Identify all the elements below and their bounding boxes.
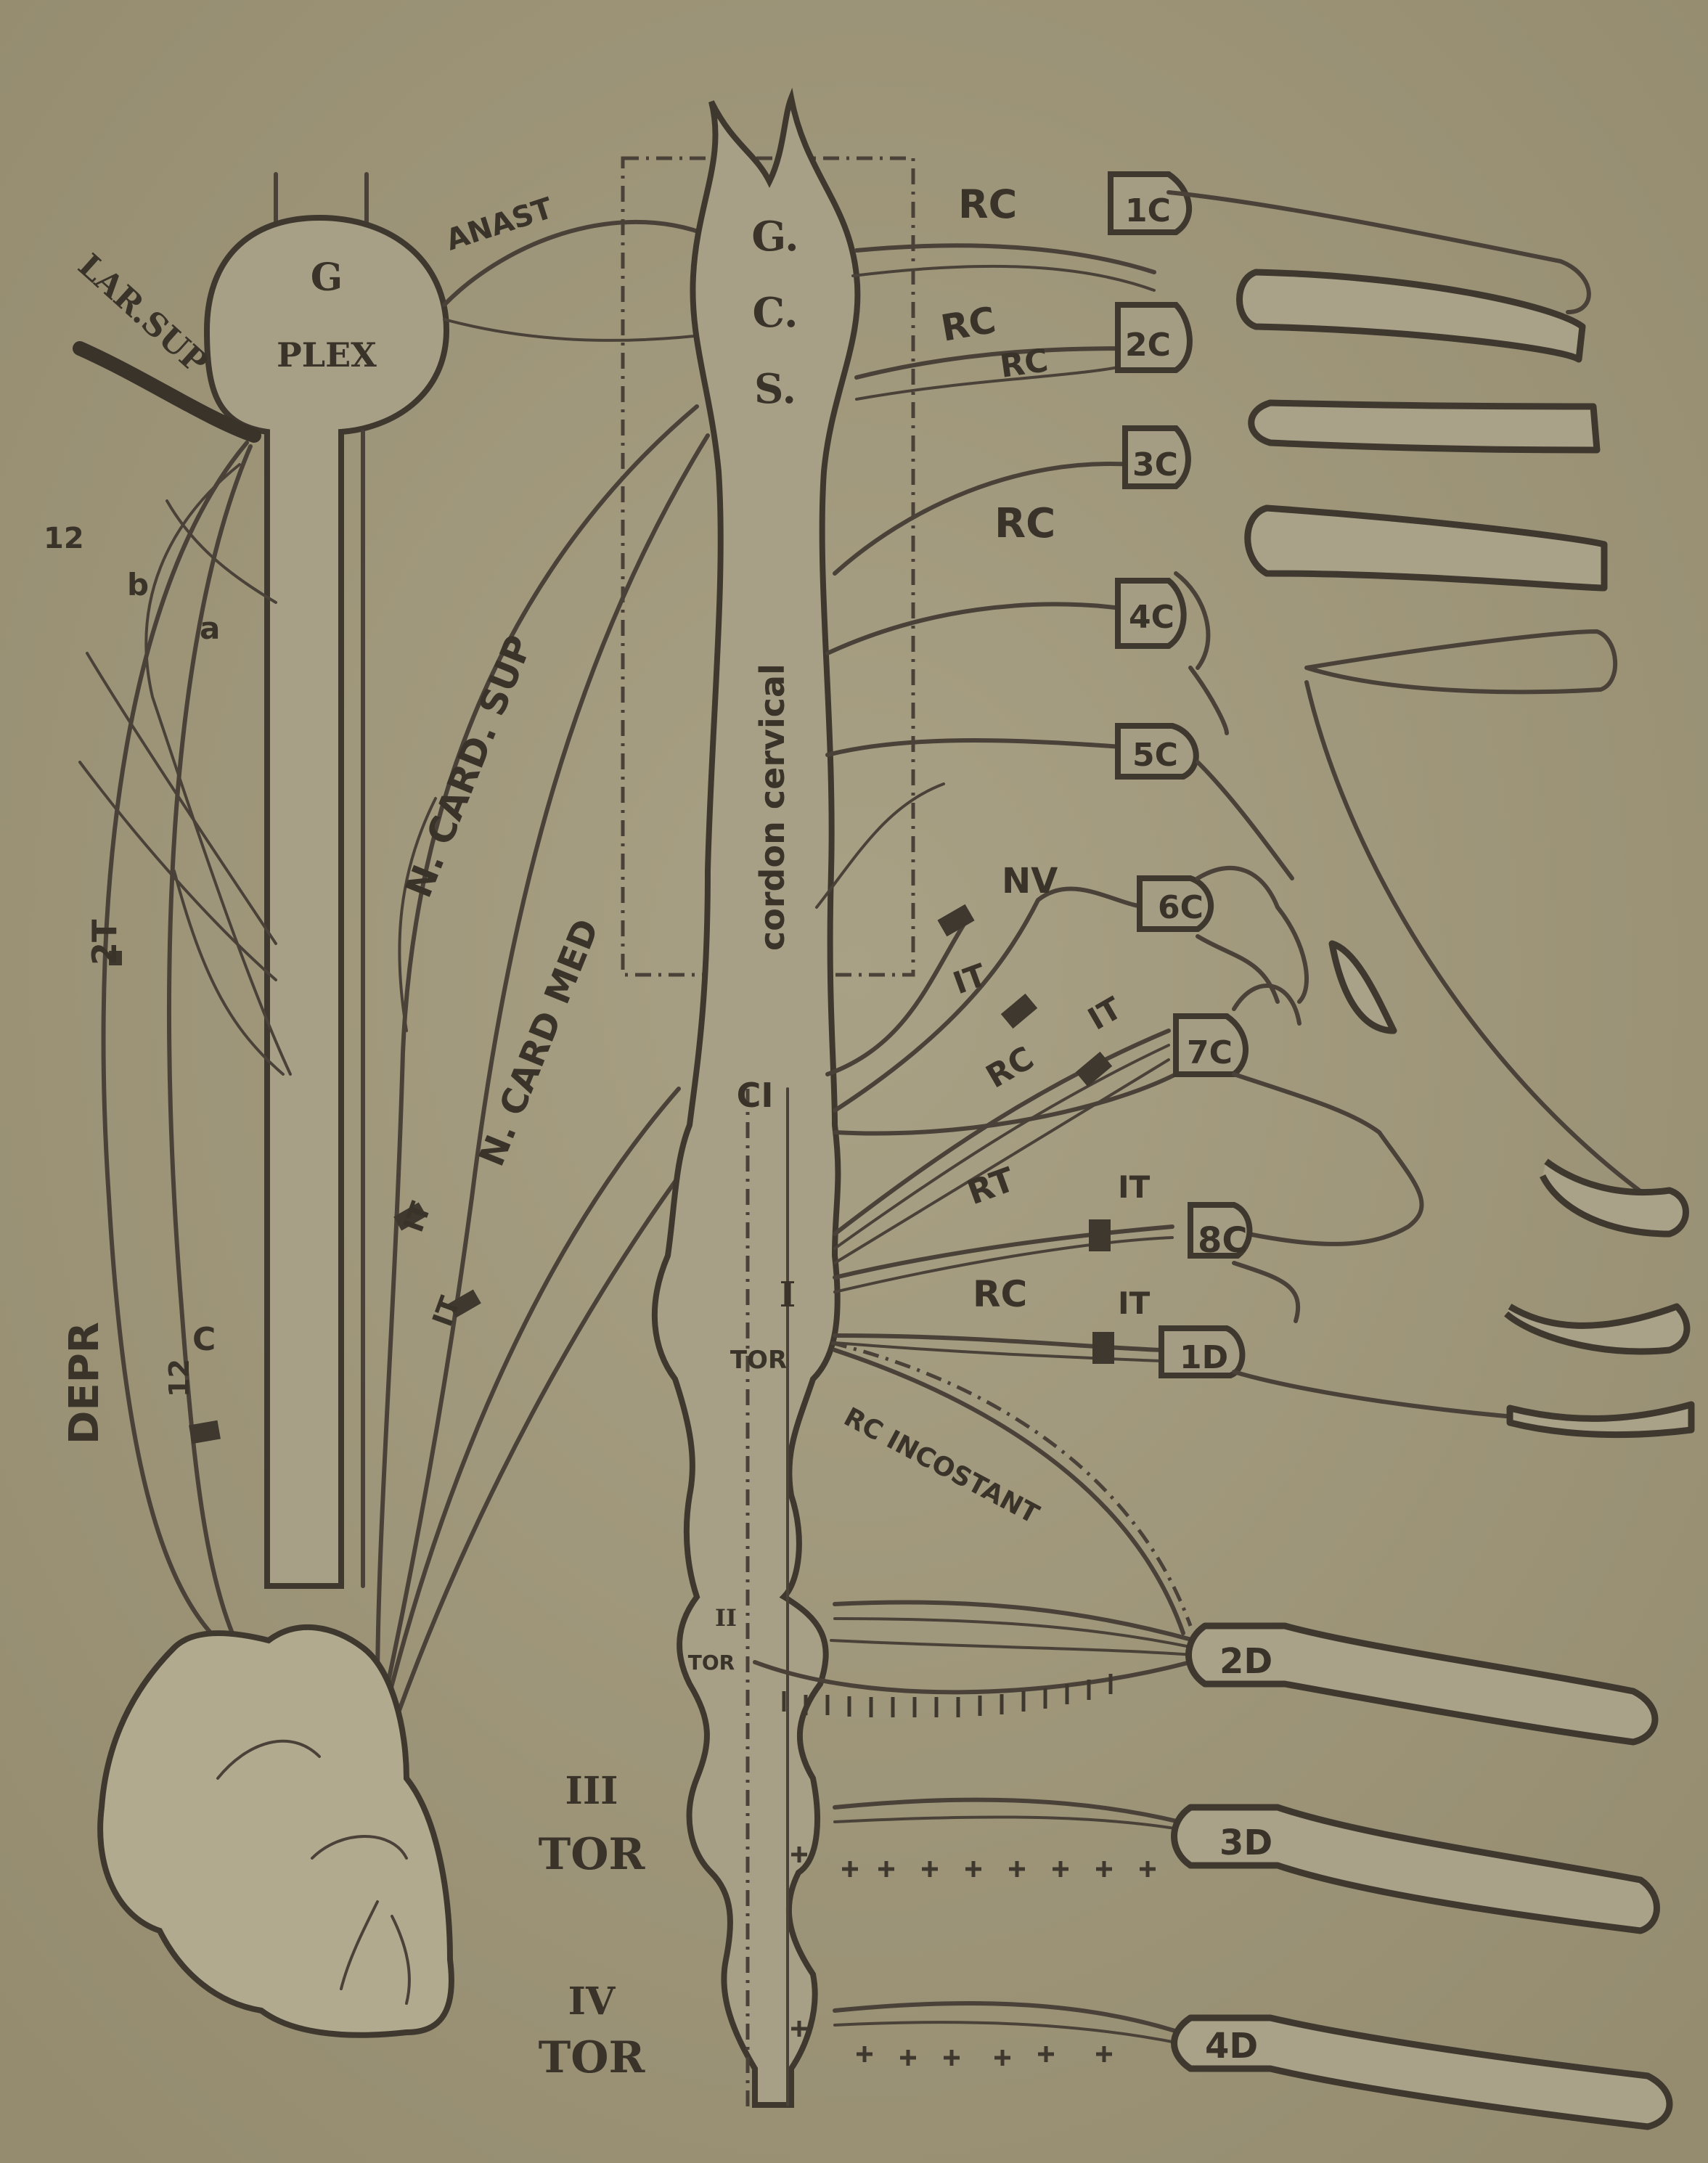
label-12: 12 — [44, 522, 84, 555]
it-label-right-4: IT — [1118, 1285, 1151, 1321]
tor-i-label: TOR — [730, 1346, 787, 1375]
tor-i-number: I — [780, 1275, 796, 1315]
ci-label: CI — [737, 1076, 774, 1115]
c-mark-label: C — [192, 1321, 216, 1358]
vertebra-4c: 4C — [1129, 599, 1174, 636]
vertebra-8c: 8C — [1198, 1220, 1248, 1261]
tor-iii-label: TOR — [539, 1829, 646, 1880]
tor-ii-label: TOR — [688, 1651, 735, 1675]
tor-ii-number: II — [715, 1604, 737, 1632]
tor-iv-label: TOR — [539, 2032, 646, 2083]
g-plex-label-top: G — [311, 255, 343, 300]
nv-label: NV — [1002, 861, 1058, 901]
it-label-right-3: IT — [1118, 1169, 1151, 1205]
vertebra-6c: 6C — [1158, 889, 1204, 926]
vertebra-1d: 1D — [1180, 1339, 1228, 1376]
label-a: a — [200, 610, 220, 646]
tor-iii-number: III — [565, 1769, 618, 1813]
gcs-label-g: G. — [751, 213, 798, 261]
tor-iv-number: IV — [568, 1979, 616, 2024]
rc-label-6: RC — [973, 1273, 1027, 1315]
gcs-label-c: C. — [752, 289, 798, 337]
cordon-cervical-label: cordon cervical — [753, 663, 792, 951]
vertebra-4d: 4D — [1205, 2026, 1258, 2066]
vertebra-2d: 2D — [1219, 1641, 1272, 1682]
label-2t: 2T — [85, 919, 124, 965]
depr-label: DEPR — [61, 1322, 108, 1444]
vertebra-1c: 1C — [1125, 192, 1171, 229]
label-12-lower: 12 — [163, 1359, 195, 1397]
vertebra-3c: 3C — [1132, 446, 1178, 483]
vertebra-3d: 3D — [1219, 1823, 1272, 1863]
vertebra-2c: 2C — [1125, 327, 1171, 364]
rc-label-1: RC — [958, 181, 1017, 227]
vertebra-7c: 7C — [1187, 1034, 1233, 1071]
vertebra-5c: 5C — [1132, 737, 1178, 774]
gcs-label-s: S. — [754, 365, 796, 413]
rc-label-4: RC — [994, 500, 1055, 547]
g-plex-label-bottom: PLEX — [277, 335, 377, 375]
label-b: b — [127, 567, 149, 602]
rc-label-3: RC — [997, 342, 1050, 385]
